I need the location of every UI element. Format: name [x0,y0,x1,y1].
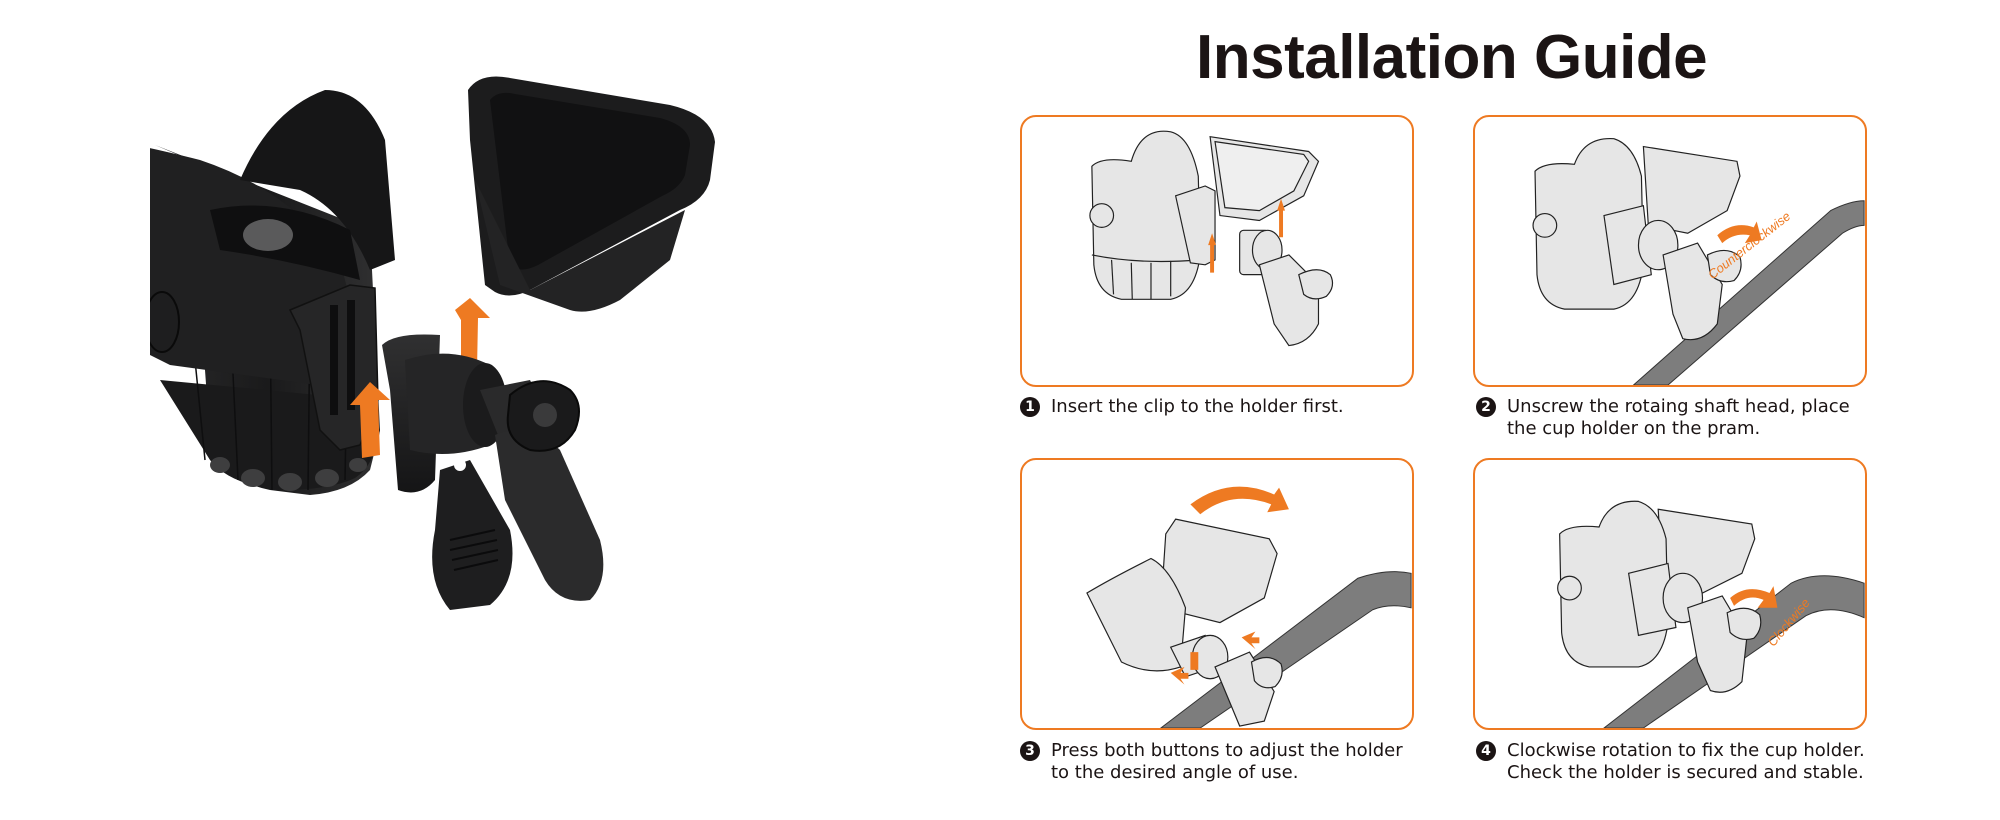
step-2-caption-line-1: Unscrew the rotaing shaft head, place [1507,396,1850,417]
step-1-caption: 1 Insert the clip to the holder first. [1020,396,1440,418]
up-arrows [350,298,490,458]
step-number-badge: 3 [1020,741,1040,761]
step-number-badge: 4 [1476,741,1496,761]
page-title: Installation Guide [1196,23,1708,92]
step-3-caption-line-2: to the desired angle of use. [1051,762,1299,783]
step-3-caption: 3 Press both buttons to adjust the holde… [1020,740,1440,784]
step-3-diagram [1086,486,1412,728]
snack-tray [468,76,715,312]
step-4-caption-line-1: Clockwise rotation to fix the cup holder… [1507,740,1865,761]
cup-body [135,90,395,495]
step-3-caption-line-1: Press both buttons to adjust the holder [1051,740,1403,761]
step-4-caption-line-2: Check the holder is secured and stable. [1507,762,1864,783]
clamp-mount [382,334,604,610]
step-1-diagram [1089,130,1334,347]
step-4-diagram: Clockwise [1557,500,1865,728]
step-1-illustration-panel [1020,115,1414,387]
step-2-caption-line-2: the cup holder on the pram. [1507,418,1761,439]
step-1-caption-line-1: Insert the clip to the holder first. [1051,396,1344,417]
product-photo [135,60,800,780]
step-2-illustration-panel: Counterclockwise [1473,115,1867,387]
step-2-diagram: Counterclockwise [1532,138,1865,385]
step-2-caption: 2 Unscrew the rotaing shaft head, place … [1476,396,1896,440]
step-4-illustration-panel: Clockwise [1473,458,1867,730]
step-3-illustration-panel [1020,458,1414,730]
step-number-badge: 1 [1020,397,1040,417]
cup-holder-product-illustration [135,76,715,610]
step-4-caption: 4 Clockwise rotation to fix the cup hold… [1476,740,1896,784]
step-number-badge: 2 [1476,397,1496,417]
